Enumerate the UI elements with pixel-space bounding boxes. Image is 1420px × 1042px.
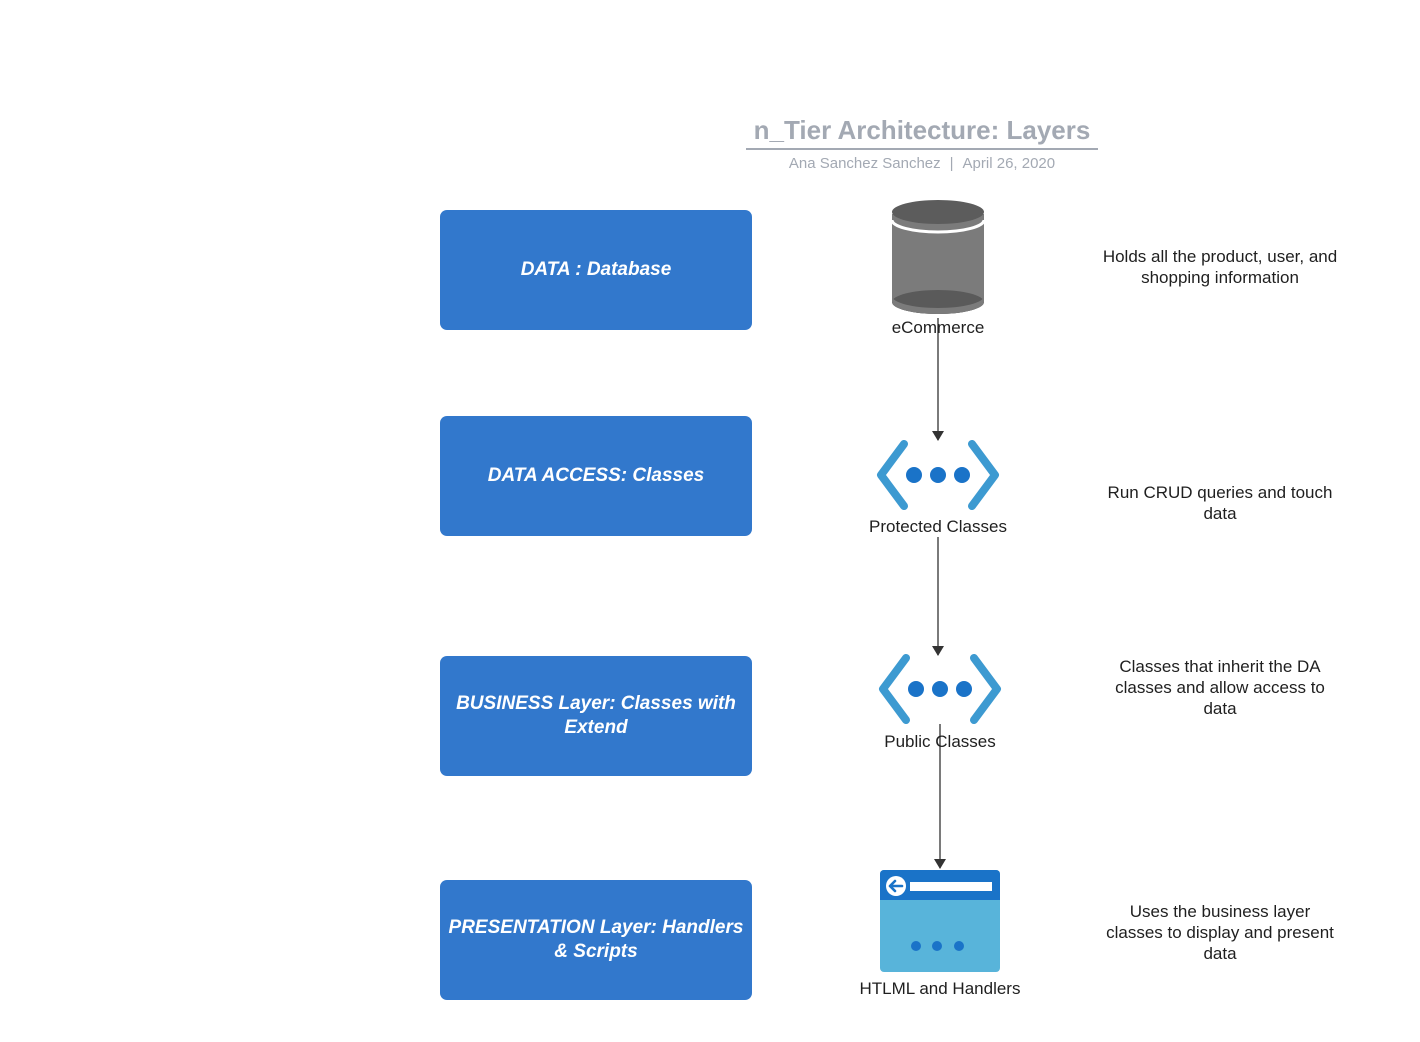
icon-label-protected-classes: Protected Classes bbox=[869, 517, 1007, 536]
layer-box-business[interactable]: BUSINESS Layer: Classes with Extend bbox=[440, 656, 752, 776]
author-name: Ana Sanchez Sanchez bbox=[788, 155, 941, 172]
layer-box-presentation[interactable]: PRESENTATION Layer: Handlers & Scripts bbox=[440, 880, 752, 1000]
code-brackets-icon[interactable] bbox=[878, 654, 1002, 724]
description-business-layer: Classes that inherit the DA classes and … bbox=[1115, 657, 1325, 718]
icon-label-html-handlers: HTLML and Handlers bbox=[859, 979, 1021, 998]
description-data-access-layer: Run CRUD queries and touch data bbox=[1107, 483, 1333, 523]
diagram-date: April 26, 2020 bbox=[962, 155, 1056, 172]
icon-label-ecommerce: eCommerce bbox=[891, 318, 985, 337]
browser-window-icon[interactable] bbox=[880, 870, 1000, 972]
database-cylinder-icon[interactable] bbox=[889, 198, 987, 324]
description-presentation-layer: Uses the business layer classes to displ… bbox=[1106, 902, 1334, 963]
subtitle-separator: | bbox=[949, 155, 954, 172]
diagram-subtitle: Ana Sanchez Sanchez | April 26, 2020 bbox=[746, 155, 1098, 173]
layer-box-data-access[interactable]: DATA ACCESS: Classes bbox=[440, 416, 752, 536]
diagram-title: n_Tier Architecture: Layers bbox=[753, 115, 1091, 145]
description-data-layer: Holds all the product, user, and shoppin… bbox=[1102, 247, 1338, 287]
icon-label-public-classes: Public Classes bbox=[884, 732, 996, 751]
title-underline bbox=[746, 148, 1098, 150]
layer-box-data[interactable]: DATA : Database bbox=[440, 210, 752, 330]
code-brackets-icon[interactable] bbox=[876, 440, 1000, 510]
